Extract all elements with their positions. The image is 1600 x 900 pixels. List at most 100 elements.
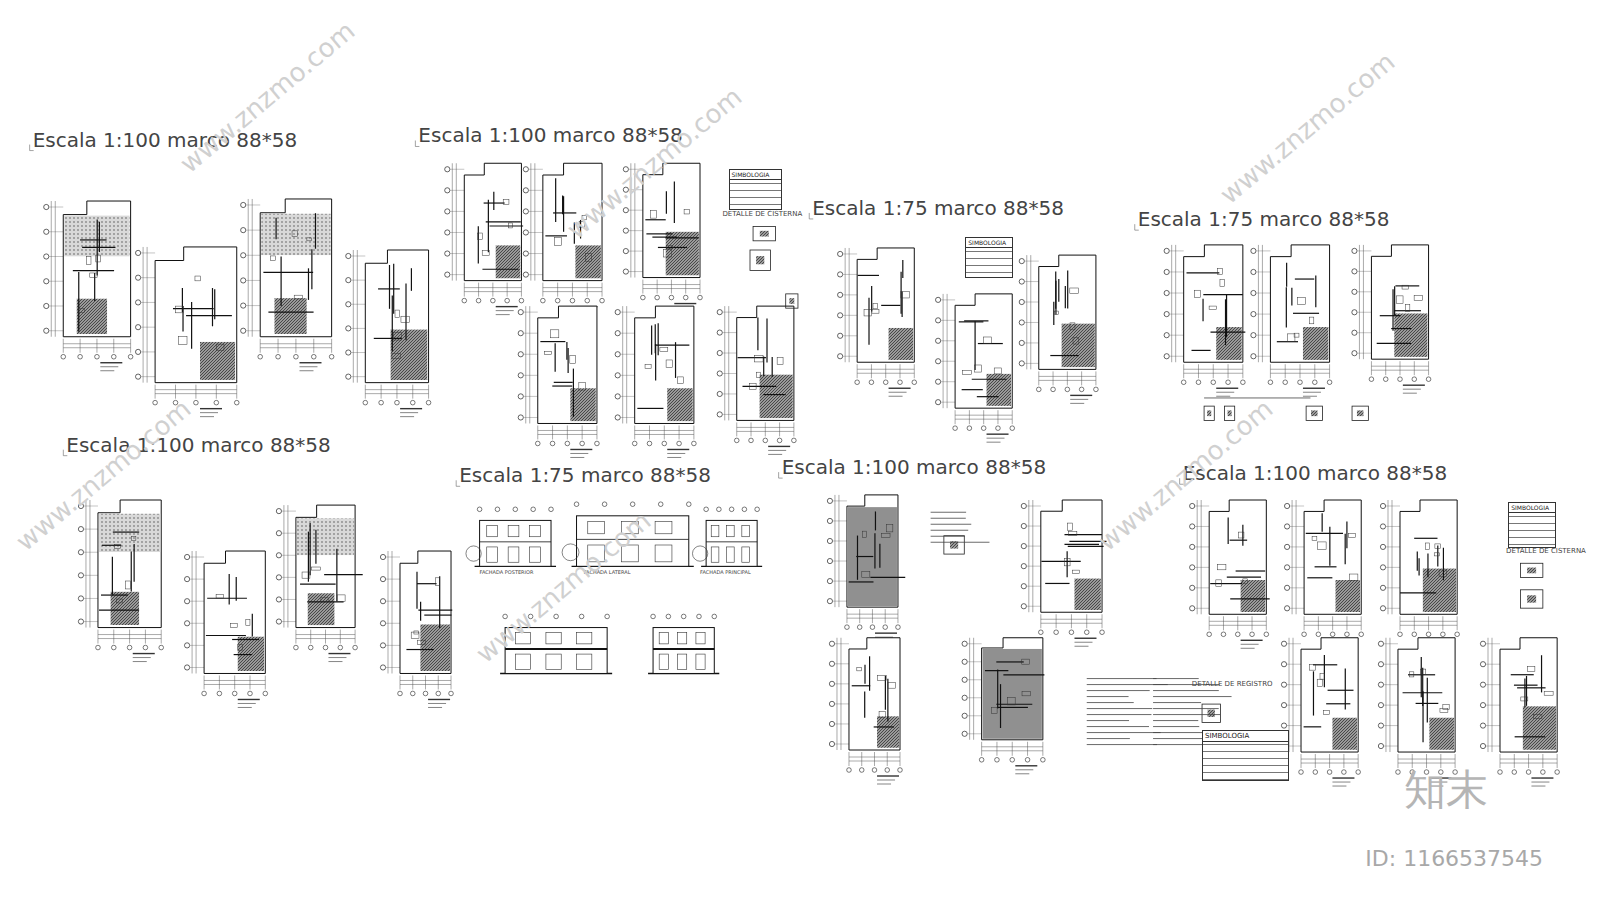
floor-plan (1284, 500, 1363, 648)
floor-plan (518, 306, 599, 457)
axis-bubble (683, 295, 688, 300)
floor-plan (184, 551, 267, 707)
dimension-tick (887, 752, 888, 766)
axis-bubble (1065, 387, 1070, 392)
sheet-title-mark (400, 416, 414, 417)
sheet-title-mark (768, 450, 786, 451)
sheet-title-mark (100, 362, 122, 363)
detail-hatch (756, 256, 764, 264)
axis-bubble (686, 502, 691, 507)
axis-bubble (600, 298, 605, 303)
wall (655, 344, 689, 345)
dimension-tick (779, 422, 780, 436)
dimension-line (85, 500, 86, 628)
dimension-tick (955, 410, 956, 424)
axis-bubble (44, 204, 49, 209)
dimension-tick (1412, 754, 1413, 768)
axis-bubble (1480, 682, 1485, 687)
dimension-line (534, 163, 535, 280)
sheet-title-mark (1074, 642, 1092, 643)
furniture (660, 347, 668, 351)
sheet-title-mark (1332, 782, 1350, 783)
wall (392, 295, 393, 351)
dimension-tick (313, 339, 314, 353)
sheet-title-mark (133, 653, 155, 654)
sheet-title-mark (200, 416, 214, 417)
wall (1000, 684, 1001, 728)
wall (1295, 278, 1314, 279)
axis-bubble (1021, 564, 1026, 569)
legend-table: SIMBOLOGIA (1508, 502, 1556, 548)
dimension-tick (685, 280, 686, 294)
furniture (994, 368, 1001, 374)
dimension-line (55, 201, 56, 337)
dimension-tick (983, 410, 984, 424)
dimension-tick (1315, 754, 1316, 768)
plan-outline (98, 500, 161, 628)
wall (173, 308, 214, 309)
furniture (749, 384, 756, 390)
floor-plan (1164, 245, 1245, 396)
construction-detail (1204, 406, 1214, 420)
floor-plan (615, 306, 696, 457)
detail-box (1204, 406, 1214, 420)
furniture (1534, 714, 1542, 718)
axis-bubble (669, 295, 674, 300)
furniture (1434, 553, 1439, 556)
note-text-mark (1087, 738, 1130, 739)
note-text-mark (1153, 714, 1220, 715)
legend-heading: SIMBOLOGIA (966, 238, 1012, 248)
axis-bubble (380, 599, 385, 604)
dimension-tick (478, 283, 479, 297)
axis-bubble (570, 298, 575, 303)
detail-hatch (1357, 410, 1364, 416)
floor-plan (44, 201, 133, 371)
wall (411, 268, 412, 291)
dimension-tick (1318, 616, 1319, 630)
sheet-title-mark (238, 707, 252, 708)
axis-bubble (749, 438, 754, 443)
hatch-area (1336, 580, 1361, 612)
furniture (435, 578, 439, 586)
axis-bubble (276, 354, 281, 359)
furniture (414, 631, 419, 634)
axis-bubble (623, 228, 628, 233)
furniture (554, 238, 561, 246)
wall (1065, 286, 1066, 308)
hatch-area (238, 637, 264, 671)
detail-box (1520, 590, 1542, 608)
axis-bubble (829, 741, 834, 746)
dimension-tick (1414, 361, 1415, 375)
tree (692, 546, 707, 561)
wall (417, 583, 437, 584)
sheet-title-mark (496, 306, 518, 307)
axis-bubble (580, 441, 585, 446)
axis-bubble (1378, 662, 1383, 667)
furniture (246, 620, 250, 626)
furniture (684, 210, 689, 214)
wall (112, 557, 113, 595)
wall (1230, 598, 1269, 599)
axis-bubble (436, 691, 441, 696)
wall (420, 602, 421, 621)
axis-bubble (1251, 290, 1256, 295)
dimension-tick (900, 364, 901, 378)
axis-bubble (1226, 380, 1231, 385)
sheet-title-mark (133, 657, 151, 658)
axis-bubble (531, 507, 536, 512)
axis-bubble (1284, 606, 1289, 611)
dimension-tick (1270, 364, 1271, 378)
axis-bubble (1241, 380, 1246, 385)
dimension-tick (260, 339, 261, 353)
axis-bubble (398, 691, 403, 696)
dimension-tick (295, 630, 296, 644)
axis-bubble (1251, 248, 1256, 253)
axis-bubble (44, 254, 49, 259)
dimension-tick (1012, 742, 1013, 756)
wall (555, 178, 556, 222)
plan-outline (982, 638, 1043, 740)
watermark: ID: 1166537545 (1365, 847, 1543, 871)
dimension-tick (1414, 616, 1415, 630)
dimension-tick (872, 609, 873, 623)
furniture (886, 524, 892, 531)
